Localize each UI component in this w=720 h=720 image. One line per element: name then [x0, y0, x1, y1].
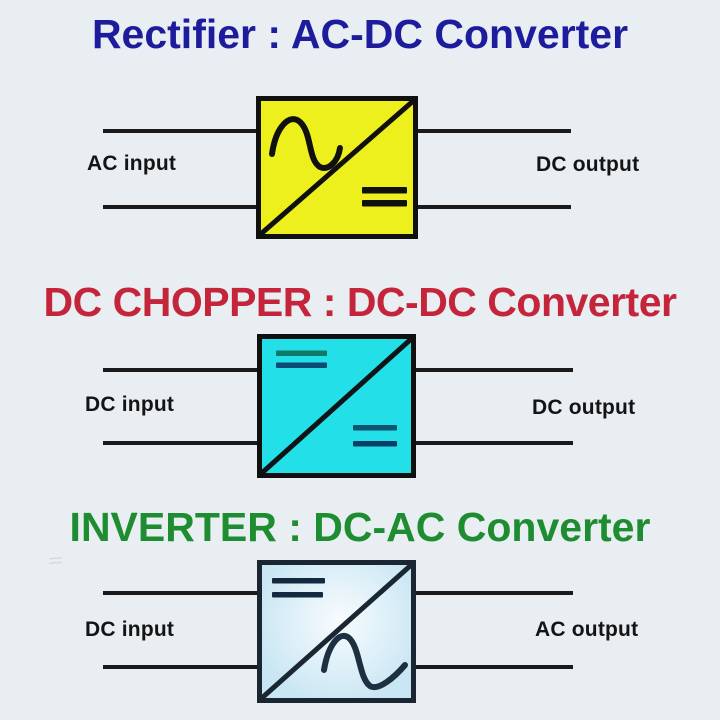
section-title-inverter: INVERTER : DC-AC Converter [69, 504, 651, 550]
diagonal-divider-line [261, 101, 413, 234]
wire-output-top [416, 591, 573, 595]
dc-bar-icon [272, 578, 325, 584]
chopper-box-graphics [262, 339, 411, 473]
section-title-dc-chopper: DC CHOPPER : DC-DC Converter [43, 279, 677, 325]
inverter-box-graphics [262, 565, 411, 698]
wire-input-top [103, 591, 257, 595]
converter-box-dc-chopper [257, 334, 416, 478]
wire-output-top [416, 368, 573, 372]
sine-wave-icon [269, 116, 343, 171]
dc-bar-icon [272, 592, 323, 598]
dc-bar-icon [276, 362, 327, 368]
dc-bar-icon [353, 425, 397, 431]
input-label-chopper: DC input [85, 393, 175, 416]
rectifier-box-graphics [261, 101, 413, 234]
wire-input-bottom [103, 205, 256, 209]
dc-bar-icon [362, 187, 407, 194]
dc-bar-icon [353, 441, 397, 447]
output-label-inverter: AC output [535, 618, 639, 641]
section-title-rectifier: Rectifier : AC-DC Converter [91, 11, 629, 57]
wire-output-bottom [416, 441, 573, 445]
wire-input-top [103, 129, 256, 133]
dc-bar-icon [362, 200, 407, 207]
input-label-inverter: DC input [85, 618, 175, 641]
wire-input-top [103, 368, 257, 372]
wire-input-bottom [103, 665, 257, 669]
sine-wave-icon [321, 633, 408, 691]
converter-box-rectifier [256, 96, 418, 239]
diagonal-divider-line [262, 565, 411, 698]
output-label-rectifier: DC output [536, 153, 640, 176]
converter-box-inverter [257, 560, 416, 703]
artifact-smudge [49, 555, 62, 566]
wire-input-bottom [103, 441, 257, 445]
diagonal-divider-line [262, 339, 411, 473]
wire-output-bottom [418, 205, 571, 209]
wire-output-bottom [416, 665, 573, 669]
dc-bar-icon [276, 350, 327, 356]
output-label-chopper: DC output [532, 396, 636, 419]
input-label-rectifier: AC input [87, 152, 177, 175]
wire-output-top [418, 129, 571, 133]
